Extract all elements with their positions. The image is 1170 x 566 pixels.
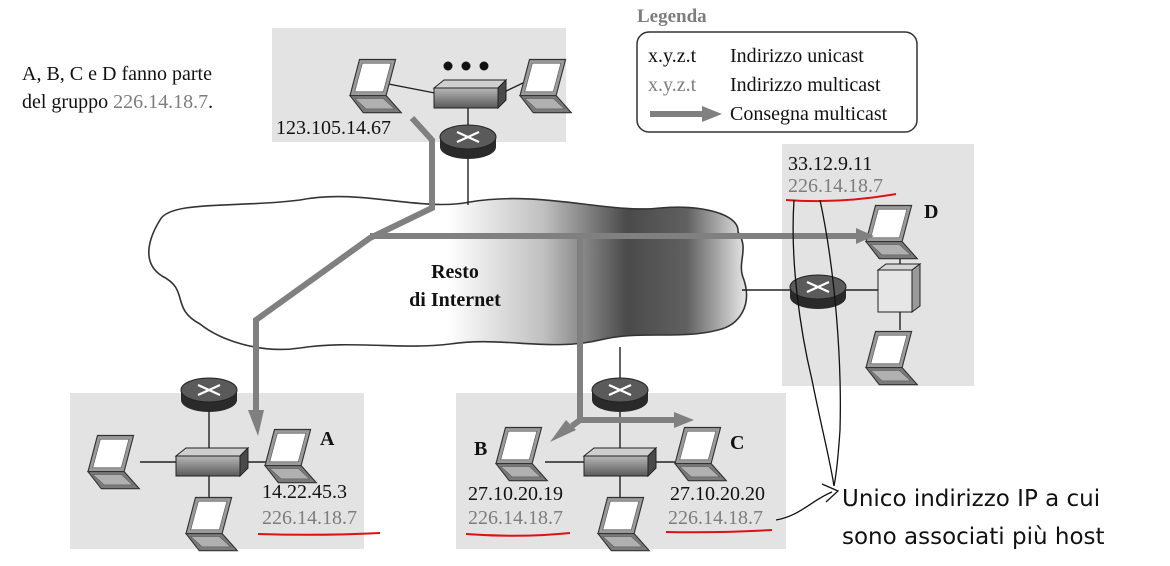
switch-icon — [583, 447, 657, 477]
router-icon — [438, 123, 498, 161]
legend-unicast-label: Indirizzo unicast — [730, 45, 864, 67]
router-icon — [179, 376, 239, 414]
intro-group-address: 226.14.18.7 — [113, 91, 208, 113]
annotation-connectors — [775, 199, 841, 521]
legend-unicast-sample: x.y.z.t — [648, 45, 697, 67]
underline-b — [465, 532, 571, 537]
cloud-label-line1: Resto — [431, 261, 479, 283]
legend-delivery-label: Consegna multicast — [730, 103, 888, 125]
legend-arrowhead-icon — [702, 106, 722, 122]
host-b-label: B — [474, 438, 487, 460]
host-b-multicast: 226.14.18.7 — [468, 507, 563, 529]
host-a-unicast: 14.22.45.3 — [262, 481, 347, 503]
underline-c — [665, 529, 773, 534]
legend-box — [636, 31, 918, 133]
host-c-unicast: 27.10.20.20 — [670, 483, 765, 505]
underline-a — [257, 532, 381, 536]
host-d-unicast: 33.12.9.11 — [788, 153, 872, 175]
switch-icon — [175, 447, 249, 477]
underline-d — [785, 193, 897, 203]
annotation-line1: Unico indirizzo IP a cui — [842, 486, 1100, 512]
host-d-label: D — [924, 201, 938, 223]
host-a-label: A — [320, 428, 335, 450]
host-c-multicast: 226.14.18.7 — [668, 507, 763, 529]
host-c-label: C — [730, 432, 744, 454]
intro-line2: del gruppo 226.14.18.7. — [22, 91, 213, 113]
annotation-line2: sono associati più host — [842, 524, 1105, 550]
arrowheads — [248, 228, 874, 442]
router-icon — [590, 376, 650, 414]
legend-multicast-label: Indirizzo multicast — [730, 74, 881, 96]
switch-icon — [433, 79, 507, 109]
legend-title: Legenda — [637, 6, 707, 27]
host-b-unicast: 27.10.20.19 — [468, 483, 563, 505]
ellipsis-icon — [443, 61, 489, 71]
source-unicast-address: 123.105.14.67 — [276, 117, 391, 139]
legend-multicast-sample: x.y.z.t — [648, 74, 697, 96]
cloud-label-line2: di Internet — [409, 289, 501, 311]
intro-line1: A, B, C e D fanno parte — [22, 63, 212, 85]
host-a-multicast: 226.14.18.7 — [262, 507, 357, 529]
multicast-delivery-paths — [253, 115, 858, 429]
host-d-multicast: 226.14.18.7 — [788, 175, 883, 197]
switch-icon — [876, 263, 922, 313]
